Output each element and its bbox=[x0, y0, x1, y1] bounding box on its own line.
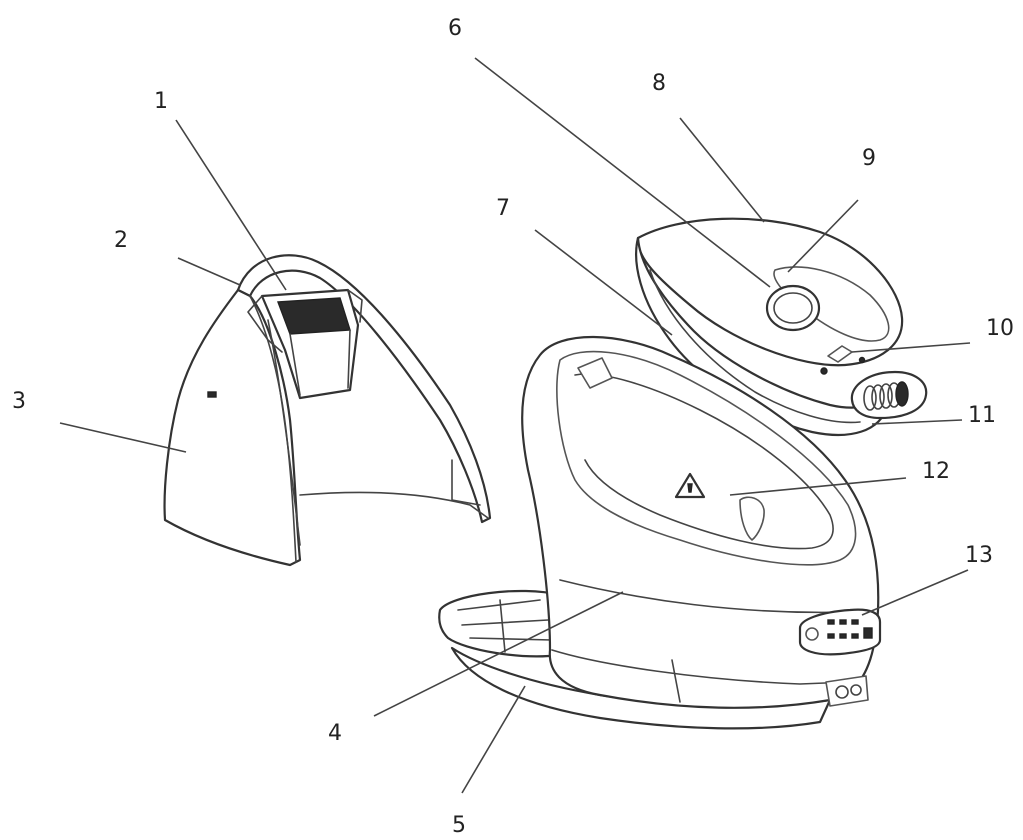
callout-3: 3 bbox=[12, 389, 26, 414]
cage-opening bbox=[277, 297, 351, 335]
leader-2 bbox=[177, 257, 241, 286]
callout-13: 13 bbox=[965, 543, 993, 568]
callout-1: 1 bbox=[154, 89, 168, 114]
leader-1 bbox=[175, 119, 287, 291]
lid-assembly bbox=[635, 217, 928, 436]
shell-bottom-rim bbox=[299, 491, 489, 519]
callout-2: 2 bbox=[114, 228, 128, 253]
callout-8: 8 bbox=[652, 71, 666, 96]
shell-indicator-mark bbox=[207, 391, 217, 398]
callout-labels: 1 2 3 4 5 6 7 8 9 10 11 12 13 bbox=[12, 16, 1014, 838]
leader-11 bbox=[871, 419, 963, 425]
base-assembly bbox=[438, 335, 882, 730]
leader-5 bbox=[461, 685, 526, 794]
callout-11: 11 bbox=[968, 403, 996, 428]
leader-7 bbox=[534, 229, 673, 336]
callout-7: 7 bbox=[496, 196, 510, 221]
shell-arch bbox=[236, 254, 492, 524]
leader-4 bbox=[373, 591, 624, 717]
body-bowl-floor bbox=[574, 373, 834, 550]
left-shell-assembly bbox=[163, 254, 492, 567]
callout-9: 9 bbox=[862, 146, 876, 171]
callout-12: 12 bbox=[922, 459, 950, 484]
outer-shell-front bbox=[163, 288, 302, 567]
callout-10: 10 bbox=[986, 316, 1014, 341]
rear-port bbox=[825, 675, 869, 707]
leader-13 bbox=[861, 569, 969, 616]
connector-housing bbox=[850, 370, 928, 420]
leader-3 bbox=[59, 422, 187, 453]
callout-6: 6 bbox=[448, 16, 462, 41]
body-bowl-rim bbox=[556, 350, 857, 566]
leader-9 bbox=[787, 199, 859, 273]
callout-5: 5 bbox=[452, 813, 466, 838]
control-panel bbox=[798, 608, 882, 656]
leader-8 bbox=[679, 117, 765, 223]
leader-6 bbox=[474, 57, 771, 288]
leader-12 bbox=[729, 477, 907, 496]
power-button bbox=[805, 627, 819, 641]
leader-10 bbox=[851, 342, 971, 353]
leader-lines bbox=[59, 57, 971, 794]
connector-spring bbox=[863, 381, 909, 411]
bowl-latch bbox=[577, 357, 613, 389]
panel-indicator-grid bbox=[827, 619, 873, 639]
interior-tab bbox=[739, 496, 765, 541]
callout-4: 4 bbox=[328, 721, 342, 746]
